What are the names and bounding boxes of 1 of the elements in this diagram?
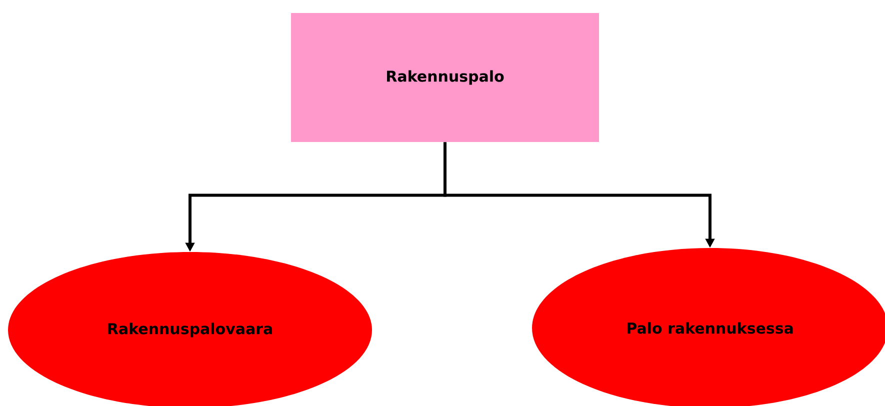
process-box: Rakennuspalo	[291, 13, 599, 142]
